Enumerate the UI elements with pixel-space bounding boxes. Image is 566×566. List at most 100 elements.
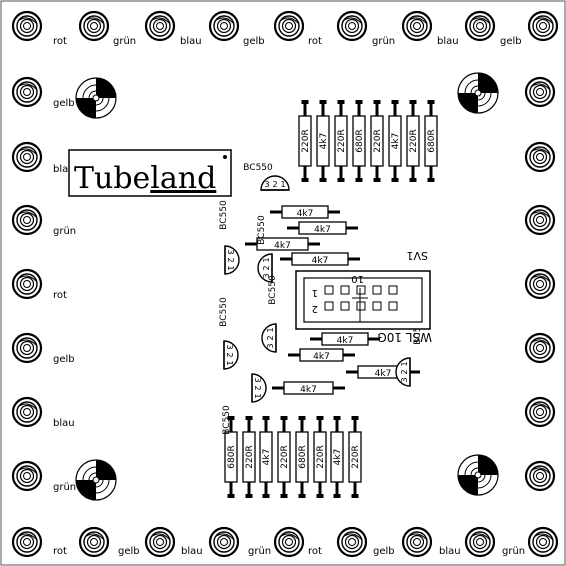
resistor-bottom-label-4: 220R: [280, 445, 290, 468]
pad-bottom-3: [144, 526, 176, 558]
pad-label-top-4: gelb: [243, 36, 265, 47]
transistor-3-pin-3: 3: [262, 273, 271, 278]
pad-label-top-5: rot: [308, 36, 322, 47]
transistor-2-type-label: BC550: [219, 200, 229, 230]
transistor-6: 321: [251, 373, 267, 403]
logo-text-tube: Tube: [74, 161, 150, 196]
resistor-top-label-8: 680R: [427, 129, 437, 152]
transistor-7-pin-3: 3: [400, 377, 409, 382]
transistor-7-pin-1: 1: [400, 361, 409, 366]
resistor-bottom-label-7: 4k7: [333, 449, 343, 466]
resistor-top-5: 220R: [370, 100, 384, 182]
pad-left-1: [11, 76, 43, 108]
transistor-5-pin-2: 2: [266, 335, 275, 340]
pad-label-left-5: gelb: [53, 354, 75, 365]
resistor-mid-8: 4k7: [272, 381, 345, 395]
resistor-bottom-label-6: 220R: [316, 445, 326, 468]
connector-ref-label: SV1: [406, 249, 428, 262]
mounting-hole-top-right: [457, 72, 499, 114]
resistor-mid-label-1: 4k7: [297, 209, 314, 219]
resistor-mid-label-4: 4k7: [312, 256, 329, 266]
resistor-top-label-2: 4k7: [319, 133, 329, 150]
resistor-bottom-1: 680R: [224, 416, 238, 498]
transistor-5-type-label: BC550: [268, 275, 278, 305]
transistor-3-type-label: BC550: [257, 215, 267, 245]
resistor-bottom-4: 220R: [277, 416, 291, 498]
resistor-mid-5: 4k7: [310, 332, 380, 346]
pad-right-6: [524, 396, 556, 428]
pad-label-bottom-1: rot: [53, 546, 67, 557]
pad-label-top-8: gelb: [500, 36, 522, 47]
resistor-mid-label-8: 4k7: [300, 385, 317, 395]
mounting-hole-bottom-right: [457, 454, 499, 496]
pad-bottom-9: [527, 526, 559, 558]
pad-label-bottom-8: grün: [502, 546, 525, 557]
resistor-top-6: 4k7: [388, 100, 402, 182]
transistor-2-pin-2: 2: [226, 257, 235, 262]
resistor-top-label-4: 680R: [355, 129, 365, 152]
pad-bottom-2: [78, 526, 110, 558]
transistor-1-pin-1: 1: [280, 180, 285, 189]
pad-left-3: [11, 204, 43, 236]
connector-pin10-label: 10: [351, 273, 364, 284]
pad-right-3: [524, 204, 556, 236]
resistor-bottom-3: 4k7: [259, 416, 273, 498]
resistor-bottom-label-3: 4k7: [262, 449, 272, 466]
resistor-bottom-5: 680R: [295, 416, 309, 498]
pad-label-bottom-7: blau: [439, 546, 461, 557]
pad-bottom-4: [208, 526, 240, 558]
pad-top-3: [144, 10, 176, 42]
transistor-2: 321: [224, 245, 240, 275]
pad-top-4: [208, 10, 240, 42]
resistor-bottom-label-1: 680R: [227, 445, 237, 468]
resistor-mid-label-2: 4k7: [314, 225, 331, 235]
transistor-7-pin-2: 2: [400, 369, 409, 374]
pad-label-top-6: grün: [372, 36, 395, 47]
tubeland-logo: Tubeland: [68, 149, 232, 197]
pad-top-8: [464, 10, 496, 42]
pad-label-top-7: blau: [437, 36, 459, 47]
pad-bottom-6: [336, 526, 368, 558]
transistor-4-pin-1: 1: [225, 360, 234, 365]
resistor-top-label-5: 220R: [373, 129, 383, 152]
connector-pin1-label: 1: [312, 287, 318, 298]
pad-label-left-2: blau: [53, 164, 75, 175]
pad-left-7: [11, 460, 43, 492]
pad-label-bottom-5: rot: [308, 546, 322, 557]
transistor-1-pin-2: 2: [272, 180, 277, 189]
resistor-top-label-3: 220R: [337, 129, 347, 152]
transistor-2-pin-3: 3: [226, 249, 235, 254]
pad-top-1: [11, 10, 43, 42]
transistor-6-pin-1: 1: [253, 393, 262, 398]
pad-top-7: [401, 10, 433, 42]
transistor-5: 321: [261, 323, 277, 353]
resistor-top-2: 4k7: [316, 100, 330, 182]
transistor-4-type-label: BC550: [219, 297, 229, 327]
pad-right-2: [524, 141, 556, 173]
resistor-bottom-8: 220R: [348, 416, 362, 498]
pad-right-4: [524, 268, 556, 300]
resistor-top-4: 680R: [352, 100, 366, 182]
logo-text-land: land: [150, 161, 216, 196]
resistor-top-7: 220R: [406, 100, 420, 182]
pad-bottom-7: [401, 526, 433, 558]
mounting-hole-top-left: [75, 77, 117, 119]
resistor-mid-label-3: 4k7: [274, 241, 291, 251]
transistor-3: 321: [257, 253, 273, 283]
pad-label-bottom-6: gelb: [373, 546, 395, 557]
pad-bottom-5: [273, 526, 305, 558]
resistor-bottom-label-5: 680R: [298, 445, 308, 468]
connector-sv1: SV1 WSL 10G 10 1 2: [295, 249, 432, 344]
pad-right-5: [524, 332, 556, 364]
resistor-bottom-7: 4k7: [330, 416, 344, 498]
top-pad-row: rot grün blau gelb rot grün blau gelb: [11, 10, 559, 47]
pad-label-top-2: grün: [113, 36, 136, 47]
pad-top-6: [336, 10, 368, 42]
pad-top-2: [78, 10, 110, 42]
transistor-4-pin-2: 2: [225, 352, 234, 357]
transistor-7-type-label: BC550: [413, 315, 423, 345]
pad-label-left-4: rot: [53, 290, 67, 301]
resistor-mid-label-5: 4k7: [337, 336, 354, 346]
